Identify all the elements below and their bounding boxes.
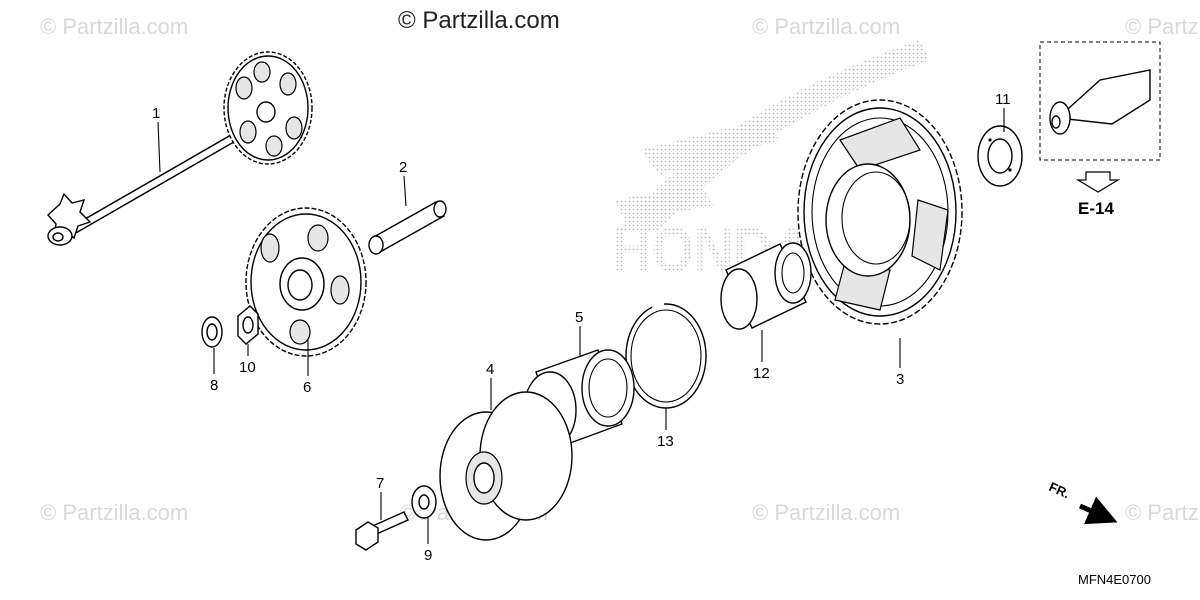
callout-10: 10 <box>239 359 256 376</box>
callout-11: 11 <box>995 91 1011 108</box>
part-11-thrust-washer <box>977 125 1023 187</box>
callout-9: 9 <box>424 547 432 564</box>
callout-2: 2 <box>399 159 407 176</box>
callout-numbers: 1 2 3 4 5 6 7 8 9 10 11 12 13 <box>152 91 1011 564</box>
watermark-top-left: © Partzilla.com <box>40 14 188 39</box>
part-7-bolt <box>355 511 409 551</box>
part-13-circlip <box>625 302 707 409</box>
callout-4: 4 <box>486 361 494 378</box>
watermark-top-center: © Partzilla.com <box>752 14 900 39</box>
front-arrow-icon <box>1078 496 1118 525</box>
part-9-washer <box>411 485 437 519</box>
watermark-bottom-left: © Partzilla.com <box>40 500 188 525</box>
diagram-code: MFN4E0700 <box>1078 572 1151 587</box>
watermark-bottom-mid: © Partzilla.com <box>752 500 900 525</box>
callout-7: 7 <box>376 475 384 492</box>
watermark-bottom-right: © Partz <box>1125 500 1199 525</box>
e14-reference-inset: E-14 <box>1039 41 1161 218</box>
front-direction-indicator: FR. <box>1047 479 1118 525</box>
part-8-washer <box>201 316 223 348</box>
callout-6: 6 <box>303 379 311 396</box>
callout-13: 13 <box>657 433 674 450</box>
watermark-main: © Partzilla.com <box>398 7 560 34</box>
part-12-needle-bearing <box>720 242 812 330</box>
reference-label: E-14 <box>1078 199 1114 218</box>
front-label: FR. <box>1047 479 1072 501</box>
callout-1: 1 <box>152 105 160 122</box>
callout-5: 5 <box>575 309 583 326</box>
part-1-shaft-gear <box>47 51 313 246</box>
part-10-lock-washer <box>237 305 259 345</box>
callout-leaders <box>157 108 1005 544</box>
callout-3: 3 <box>896 371 904 388</box>
part-6-gear <box>245 207 367 357</box>
watermark-top-right: © Partz <box>1125 14 1199 39</box>
part-2-pin <box>368 200 447 255</box>
part-3-large-gear <box>797 99 963 325</box>
callout-8: 8 <box>210 377 218 394</box>
callout-12: 12 <box>753 365 770 382</box>
part-4-clutch-outer <box>439 391 573 541</box>
